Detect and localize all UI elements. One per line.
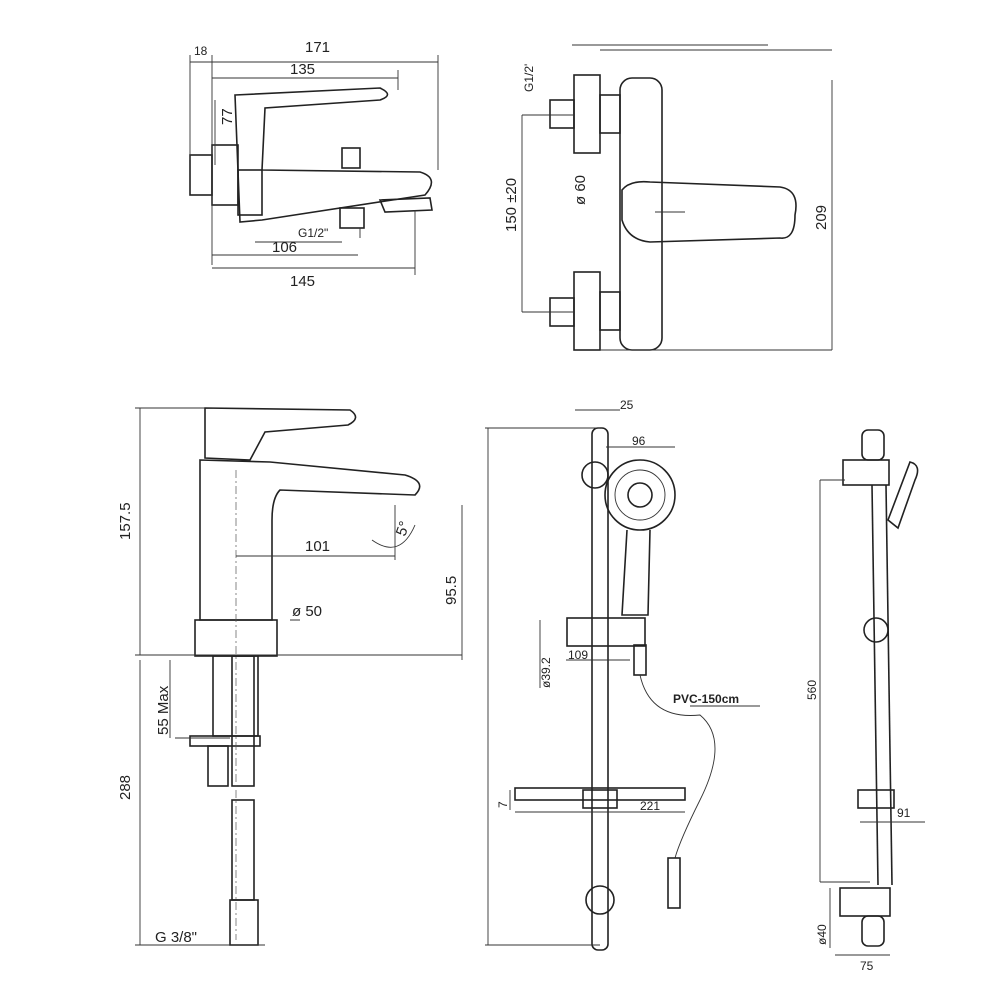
shower-set-side-view: 560 91 ø40 75 — [805, 429, 925, 973]
dim-shelf: 221 — [640, 799, 660, 813]
dim-spout: 145 — [290, 273, 315, 290]
dim-head: 96 — [632, 434, 646, 448]
dim-holder: 109 — [568, 648, 588, 662]
dim-rosette: ø 60 — [572, 175, 589, 205]
bath-mixer-front-view: G1/2' ø 60 150 ±20 209 — [503, 44, 833, 351]
dim-base: ø 50 — [292, 603, 322, 620]
dim-thread: G1/2' — [522, 64, 536, 92]
dim-spout-height: 95.5 — [443, 576, 460, 605]
dim-shelf-thick: 7 — [496, 801, 510, 808]
dim-outlet-thread: G1/2" — [298, 226, 328, 240]
dim-hose-thread: G 3/8" — [155, 929, 197, 946]
dim-flange: 18 — [194, 44, 208, 58]
dim-centres: 150 ±20 — [503, 178, 520, 232]
dim-body: 135 — [290, 61, 315, 78]
dim-height: 157.5 — [117, 502, 134, 540]
dim-bracket-dia: ø40 — [815, 924, 829, 945]
dim-reach: 101 — [305, 538, 330, 555]
dim-shelf-depth: 91 — [897, 806, 911, 820]
hose-label: PVC-150cm — [673, 692, 739, 706]
shower-set-front-view: 25 96 ø39.2 109 PVC-150cm 7 221 — [485, 398, 760, 951]
dim-outlet-pos: 106 — [272, 239, 297, 256]
dim-deck: 55 Max — [155, 685, 172, 735]
basin-mixer: 157.5 101 5° 95.5 ø 50 55 Max 288 G 3/8" — [117, 407, 463, 946]
dim-holder-dia: ø39.2 — [539, 657, 553, 688]
dim-angle: 5° — [393, 519, 414, 538]
dim-total: 171 — [305, 39, 330, 56]
bath-mixer-side-view: 18 171 135 77 G1/2" 106 145 — [189, 39, 439, 290]
dim-bracket: 75 — [860, 959, 874, 973]
dim-bar-length: 560 — [805, 680, 819, 700]
dim-rail-dia: 25 — [620, 398, 634, 412]
dim-height: 77 — [219, 108, 236, 125]
dim-hose: 288 — [117, 775, 134, 800]
dim-height: 209 — [813, 205, 830, 230]
